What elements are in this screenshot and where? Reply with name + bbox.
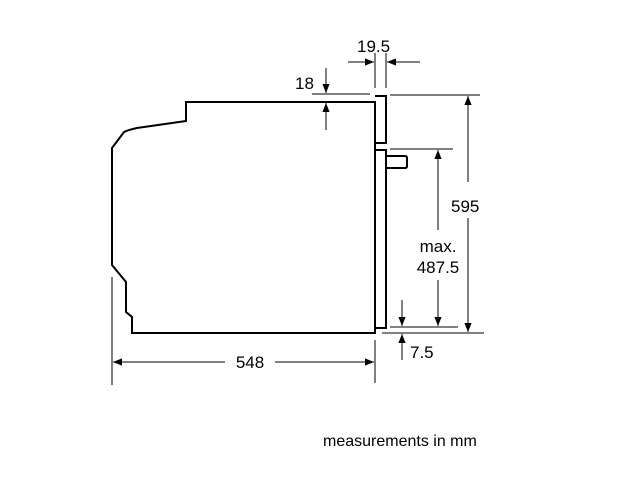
measurement-units-note: measurements in mm — [323, 433, 477, 450]
dimension-label: 487.5 — [417, 258, 460, 277]
door-handle — [386, 155, 408, 169]
dimension-bottom-offset: 7.5 — [398, 300, 434, 362]
dimension-label: 548 — [236, 353, 264, 372]
dimension-label: 7.5 — [410, 343, 434, 362]
dimension-label: 18 — [295, 74, 314, 93]
control-panel — [375, 95, 387, 144]
dimension-label-max: max. — [420, 237, 457, 256]
dimension-height: 595 — [382, 94, 484, 334]
dimension-label: 19.5 — [357, 37, 390, 56]
dimension-depth: 548 — [111, 277, 376, 385]
dimension-door-thickness: 19.5 — [348, 37, 420, 88]
oven-door — [374, 144, 387, 329]
dimension-label: 595 — [451, 197, 479, 216]
dimension-top-offset: 18 — [295, 68, 370, 130]
dimension-niche-height: max. 487.5 — [390, 148, 460, 328]
oven-body-outline — [111, 101, 376, 334]
